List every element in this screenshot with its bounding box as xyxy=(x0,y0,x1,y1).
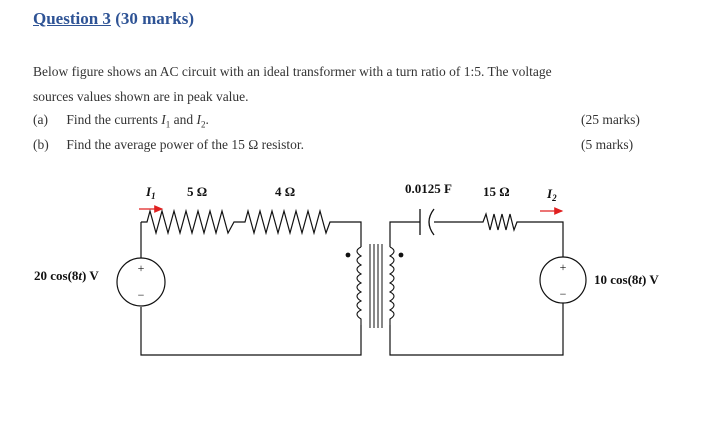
primary-polarity-dot xyxy=(345,252,351,258)
part-b-label: (b) xyxy=(33,137,49,152)
question-total-marks: (30 marks) xyxy=(115,9,195,28)
label-i2-sym: I xyxy=(546,186,553,201)
right-source-minus: − xyxy=(560,287,567,301)
label-i2: I2 xyxy=(546,186,557,203)
left-source-text-1: 20 cos(8 xyxy=(34,268,79,283)
part-a: (a) Find the currents I1 and I2. xyxy=(33,112,209,130)
part-a-text-mid: and xyxy=(170,112,197,127)
resistor-4-ohm xyxy=(238,208,333,236)
secondary-coil xyxy=(388,246,395,325)
label-i1-sub: 1 xyxy=(151,191,156,201)
description-line-1: Below figure shows an AC circuit with an… xyxy=(33,64,552,79)
label-i2-sub: 2 xyxy=(551,193,557,203)
right-wire-to-source xyxy=(519,221,564,257)
left-voltage-source xyxy=(116,257,166,307)
left-wire-bottom xyxy=(140,307,362,356)
label-r3: 15 Ω xyxy=(483,184,510,199)
right-wire-from-secondary xyxy=(389,221,420,247)
part-b-marks: (5 marks) xyxy=(581,137,634,152)
wires xyxy=(140,221,564,356)
label-i1-sym: I xyxy=(145,184,152,199)
left-wire-to-primary xyxy=(333,221,362,247)
question-heading: Question 3 (30 marks) xyxy=(33,9,194,29)
part-a-label: (a) xyxy=(33,112,48,127)
question-number: Question 3 xyxy=(33,9,111,28)
part-a-text-before: Find the currents xyxy=(66,112,162,127)
transformer xyxy=(345,244,404,328)
label-r1: 5 Ω xyxy=(187,184,207,199)
primary-coil xyxy=(356,246,363,325)
left-source-var: t xyxy=(78,268,82,283)
part-b-text: Find the average power of the 15 Ω resis… xyxy=(66,137,304,152)
part-b: (b) Find the average power of the 15 Ω r… xyxy=(33,137,304,153)
right-voltage-source xyxy=(539,256,587,304)
resistor-15-ohm xyxy=(480,211,519,233)
left-source-text-2: ) V xyxy=(82,268,99,283)
label-capacitor: 0.0125 F xyxy=(405,181,452,196)
left-source-minus: − xyxy=(138,288,145,302)
left-source-plus: + xyxy=(138,261,145,275)
resistor-5-ohm xyxy=(141,208,238,236)
part-a-sub-1: 1 xyxy=(165,119,171,130)
right-wire-bottom xyxy=(389,303,564,356)
label-r2: 4 Ω xyxy=(275,184,295,199)
secondary-polarity-dot xyxy=(398,252,404,258)
right-source-plus: + xyxy=(560,260,567,274)
right-source-label: 10 cos(8t) V xyxy=(594,272,659,287)
part-a-text-after: . xyxy=(205,112,209,127)
part-a-sym-2: I xyxy=(196,112,201,127)
right-source-text-2: ) V xyxy=(642,272,659,287)
right-source-var: t xyxy=(638,272,642,287)
description-line-2: sources values shown are in peak value. xyxy=(33,89,249,104)
left-source-label: 20 cos(8t) V xyxy=(34,268,99,283)
part-a-sym-1: I xyxy=(161,112,166,127)
part-a-marks: (25 marks) xyxy=(581,112,640,127)
part-a-sub-2: 2 xyxy=(200,119,206,130)
label-i1: I1 xyxy=(145,184,156,201)
right-source-text-1: 10 cos(8 xyxy=(594,272,639,287)
capacitor-plate-curved xyxy=(428,208,435,236)
